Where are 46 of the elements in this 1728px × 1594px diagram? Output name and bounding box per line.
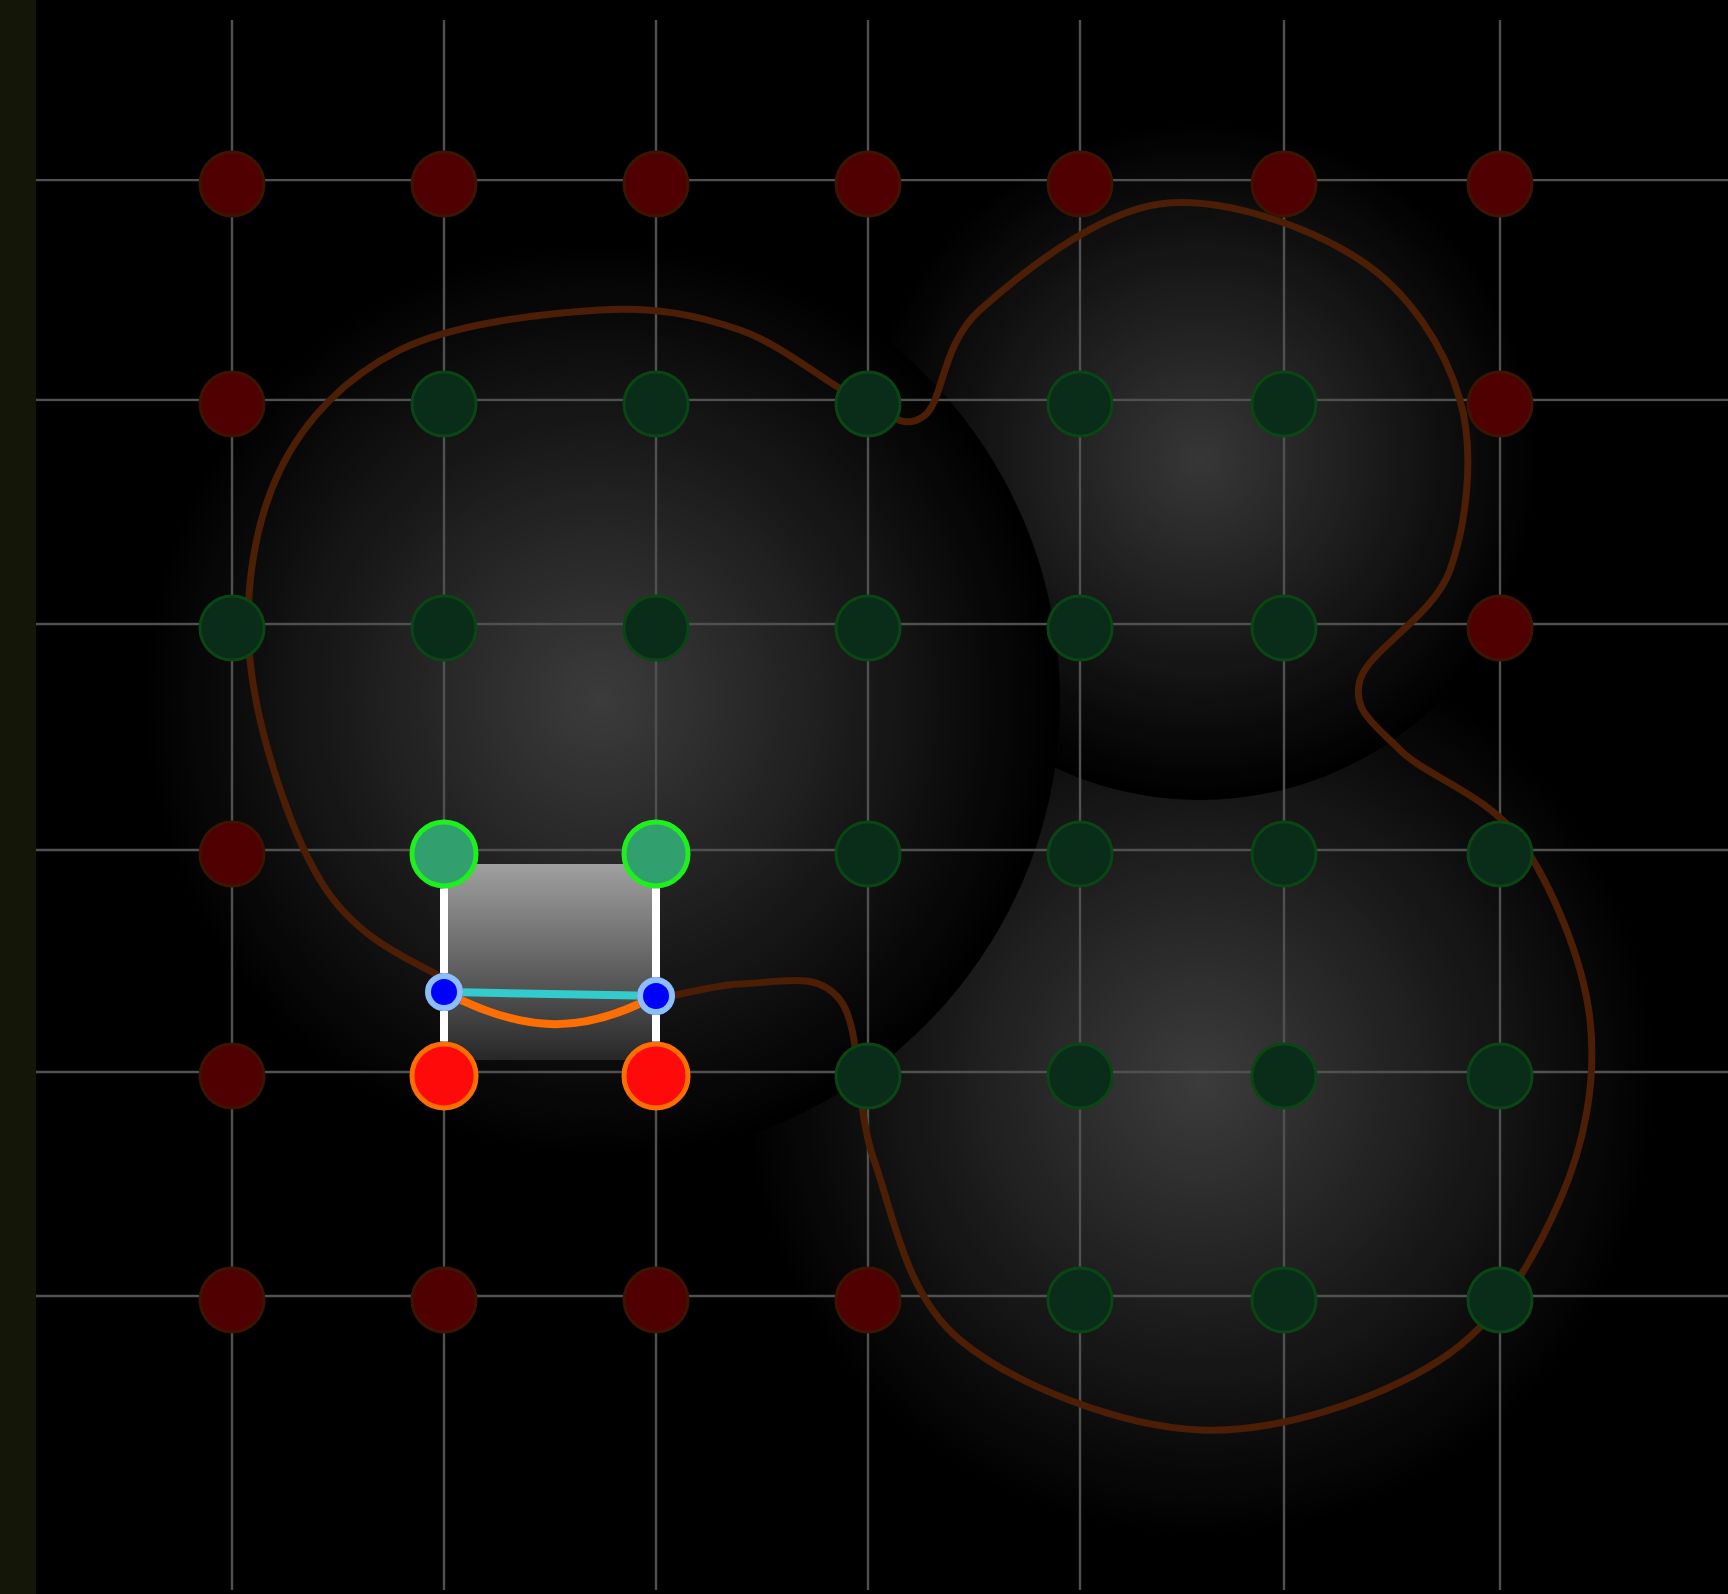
grid-point (622, 594, 690, 662)
grid-point (198, 370, 266, 438)
grid-point (1046, 150, 1114, 218)
cell-edge (440, 1010, 448, 1042)
grid-point (1466, 150, 1534, 218)
grid-point (834, 1266, 902, 1334)
grid-point (198, 1266, 266, 1334)
cell-edge (440, 888, 448, 973)
isoline-segment (462, 988, 638, 1000)
grid-point (834, 150, 902, 218)
grid-point (1466, 820, 1534, 888)
grid-point (410, 1266, 478, 1334)
grid-point (1250, 1266, 1318, 1334)
interpolation-point (637, 976, 675, 1015)
grid-point (1046, 820, 1114, 888)
grid-point (1250, 150, 1318, 218)
grid-point (1250, 1042, 1318, 1110)
interpolation-point (425, 972, 463, 1011)
grid-point (198, 594, 266, 662)
grid-point (410, 370, 478, 438)
grid-point (1046, 1042, 1114, 1110)
grid-point (834, 1042, 902, 1110)
grid-point (834, 370, 902, 438)
grid-point (410, 150, 478, 218)
grid-point (1466, 594, 1534, 662)
grid-point (834, 594, 902, 662)
grid-point (1046, 1266, 1114, 1334)
grid-point (1466, 370, 1534, 438)
grid-point (1046, 594, 1114, 662)
grid-point (622, 150, 690, 218)
cell-edge (652, 888, 660, 977)
grid-point (1466, 1042, 1534, 1110)
grid-point (198, 150, 266, 218)
grid-point (198, 1042, 266, 1110)
grid-point (622, 1266, 690, 1334)
isoline-curve (459, 996, 641, 1028)
grid-point (1250, 370, 1318, 438)
cell-edge (652, 1014, 660, 1042)
grid-point (834, 820, 902, 888)
grid-point (622, 370, 690, 438)
grid-point (1250, 820, 1318, 888)
grid-point (1250, 594, 1318, 662)
grid-point (1046, 370, 1114, 438)
grid-point (198, 820, 266, 888)
grid-point (410, 594, 478, 662)
grid-point (1466, 1266, 1534, 1334)
